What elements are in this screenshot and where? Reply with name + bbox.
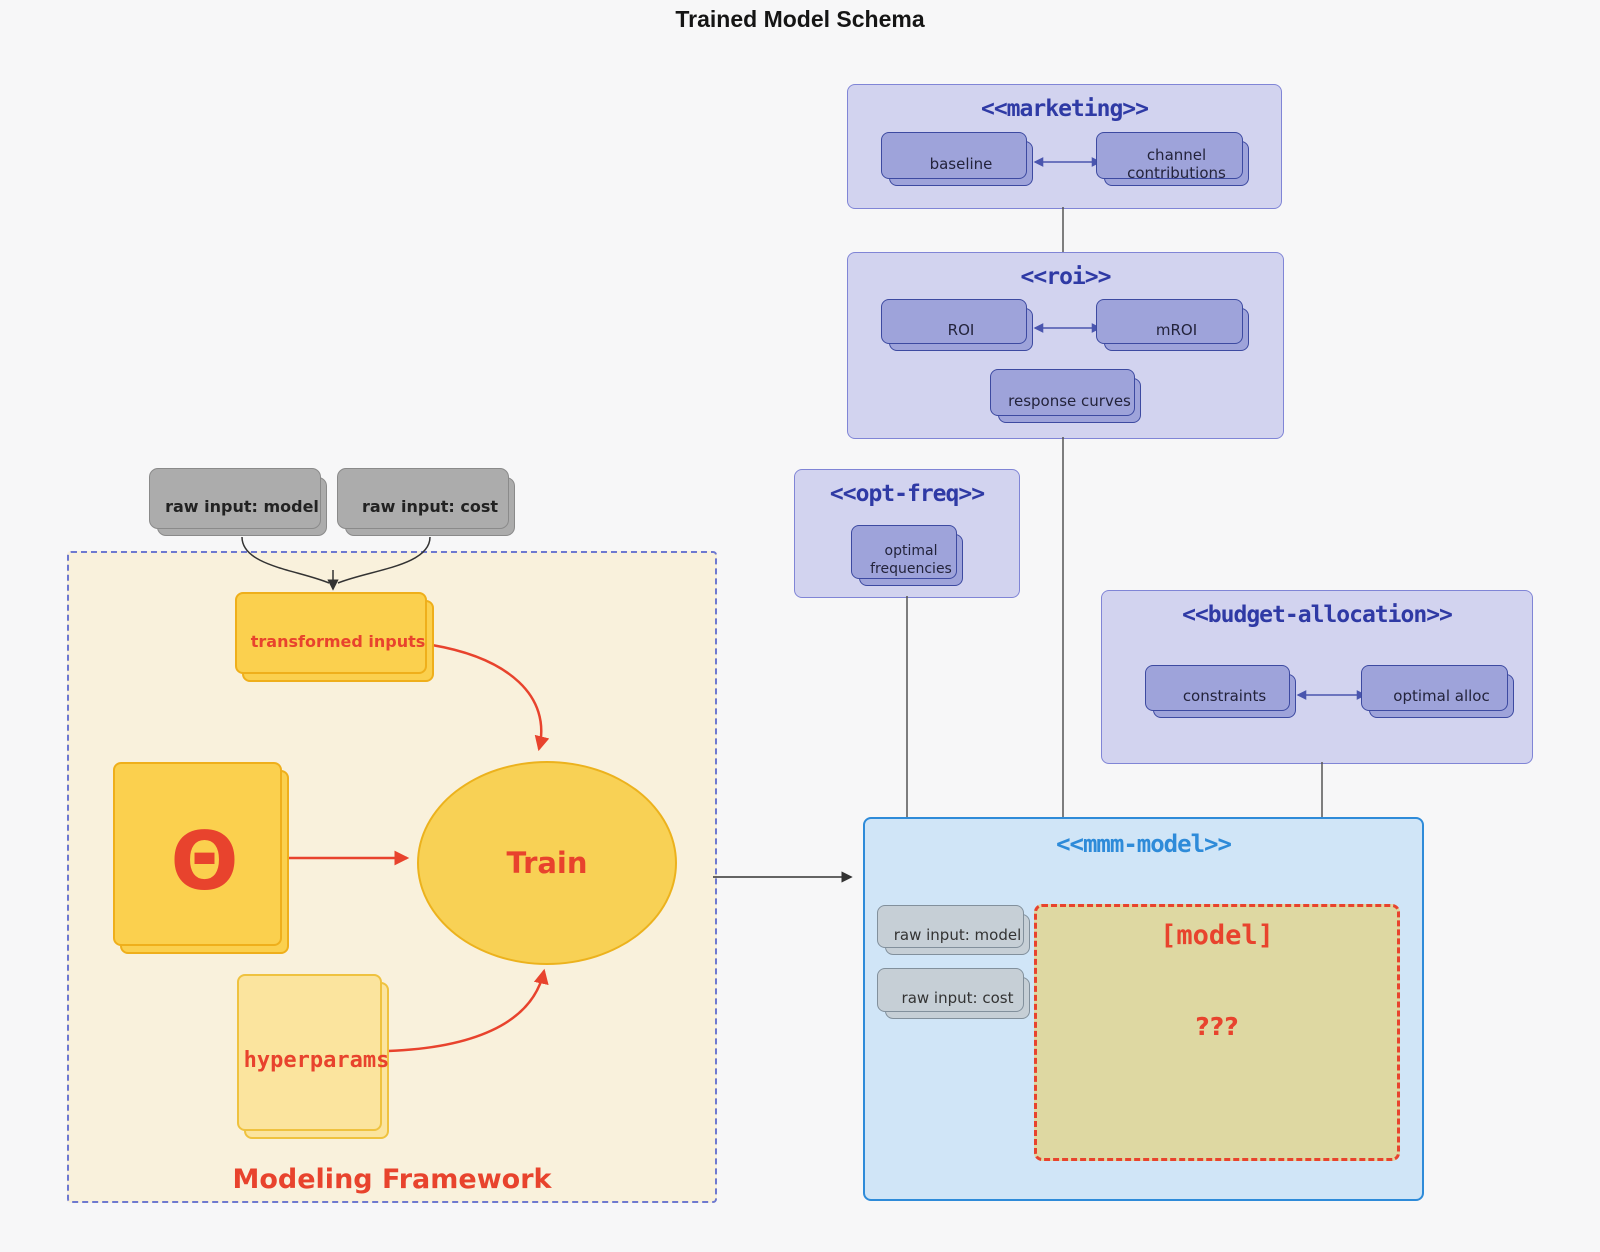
package-opt-freq: <<opt-freq>> optimal frequencies [794, 469, 1020, 598]
theta-symbol: Θ [170, 815, 239, 908]
model-placeholder-box: [model] ??? [1034, 904, 1400, 1161]
card-raw-input-cost: raw input: cost [345, 477, 515, 536]
train-label: Train [506, 846, 588, 880]
card-baseline-label: baseline [929, 154, 993, 173]
model-label: [model] [1160, 920, 1274, 951]
card-roi-label: ROI [947, 320, 975, 339]
card-mmm-raw-input-model-label: raw input: model [893, 925, 1022, 944]
package-mmm-model-title: <<mmm-model>> [1056, 830, 1232, 858]
card-raw-input-model: raw input: model [157, 477, 327, 536]
card-optimal-frequencies-label: optimal frequencies [870, 542, 952, 577]
card-roi: ROI [889, 308, 1033, 351]
package-budget-allocation-title: <<budget-allocation>> [1182, 602, 1453, 628]
package-mmm-model: <<mmm-model>> raw input: model raw input… [863, 817, 1424, 1201]
framework-label: Modeling Framework [232, 1164, 552, 1195]
card-baseline: baseline [889, 141, 1033, 186]
card-optimal-alloc-label: optimal alloc [1393, 687, 1490, 705]
card-response-curves-label: response curves [1008, 391, 1131, 410]
card-constraints: constraints [1153, 674, 1296, 718]
package-marketing-title: <<marketing>> [980, 96, 1149, 122]
card-mroi: mROI [1104, 308, 1249, 351]
card-theta: Θ [120, 770, 289, 954]
card-transformed-inputs: transformed inputs [242, 600, 434, 682]
diagram-title: Trained Model Schema [675, 6, 925, 32]
card-mroi-label: mROI [1155, 320, 1198, 339]
card-hyperparams: hyperparams [244, 982, 389, 1139]
card-channel-contributions: channel contributions [1104, 141, 1249, 186]
package-opt-freq-title: <<opt-freq>> [829, 481, 985, 507]
card-optimal-frequencies: optimal frequencies [859, 534, 963, 586]
card-raw-input-model-label: raw input: model [165, 497, 319, 516]
card-constraints-label: constraints [1182, 687, 1267, 705]
card-mmm-raw-input-cost: raw input: cost [885, 977, 1030, 1019]
card-mmm-raw-input-model: raw input: model [885, 914, 1030, 955]
card-raw-input-cost-label: raw input: cost [361, 497, 499, 516]
package-marketing: <<marketing>> baseline channel contribut… [847, 84, 1282, 209]
unknown-label: ??? [1195, 1012, 1239, 1041]
card-mmm-raw-input-cost-label: raw input: cost [901, 989, 1014, 1007]
card-transformed-inputs-label: transformed inputs [250, 631, 426, 651]
train-ellipse: Train [417, 761, 677, 965]
card-optimal-alloc: optimal alloc [1369, 674, 1514, 718]
card-response-curves: response curves [998, 378, 1141, 423]
card-hyperparams-label: hyperparams [243, 1048, 390, 1073]
card-channel-contributions-label: channel contributions [1127, 145, 1226, 182]
package-roi: <<roi>> ROI mROI response curves [847, 252, 1284, 439]
framework-container: Modeling Framework transformed inputs Θ … [67, 551, 717, 1203]
package-roi-title: <<roi>> [1020, 264, 1112, 290]
package-budget-allocation: <<budget-allocation>> constraints optima… [1101, 590, 1533, 764]
